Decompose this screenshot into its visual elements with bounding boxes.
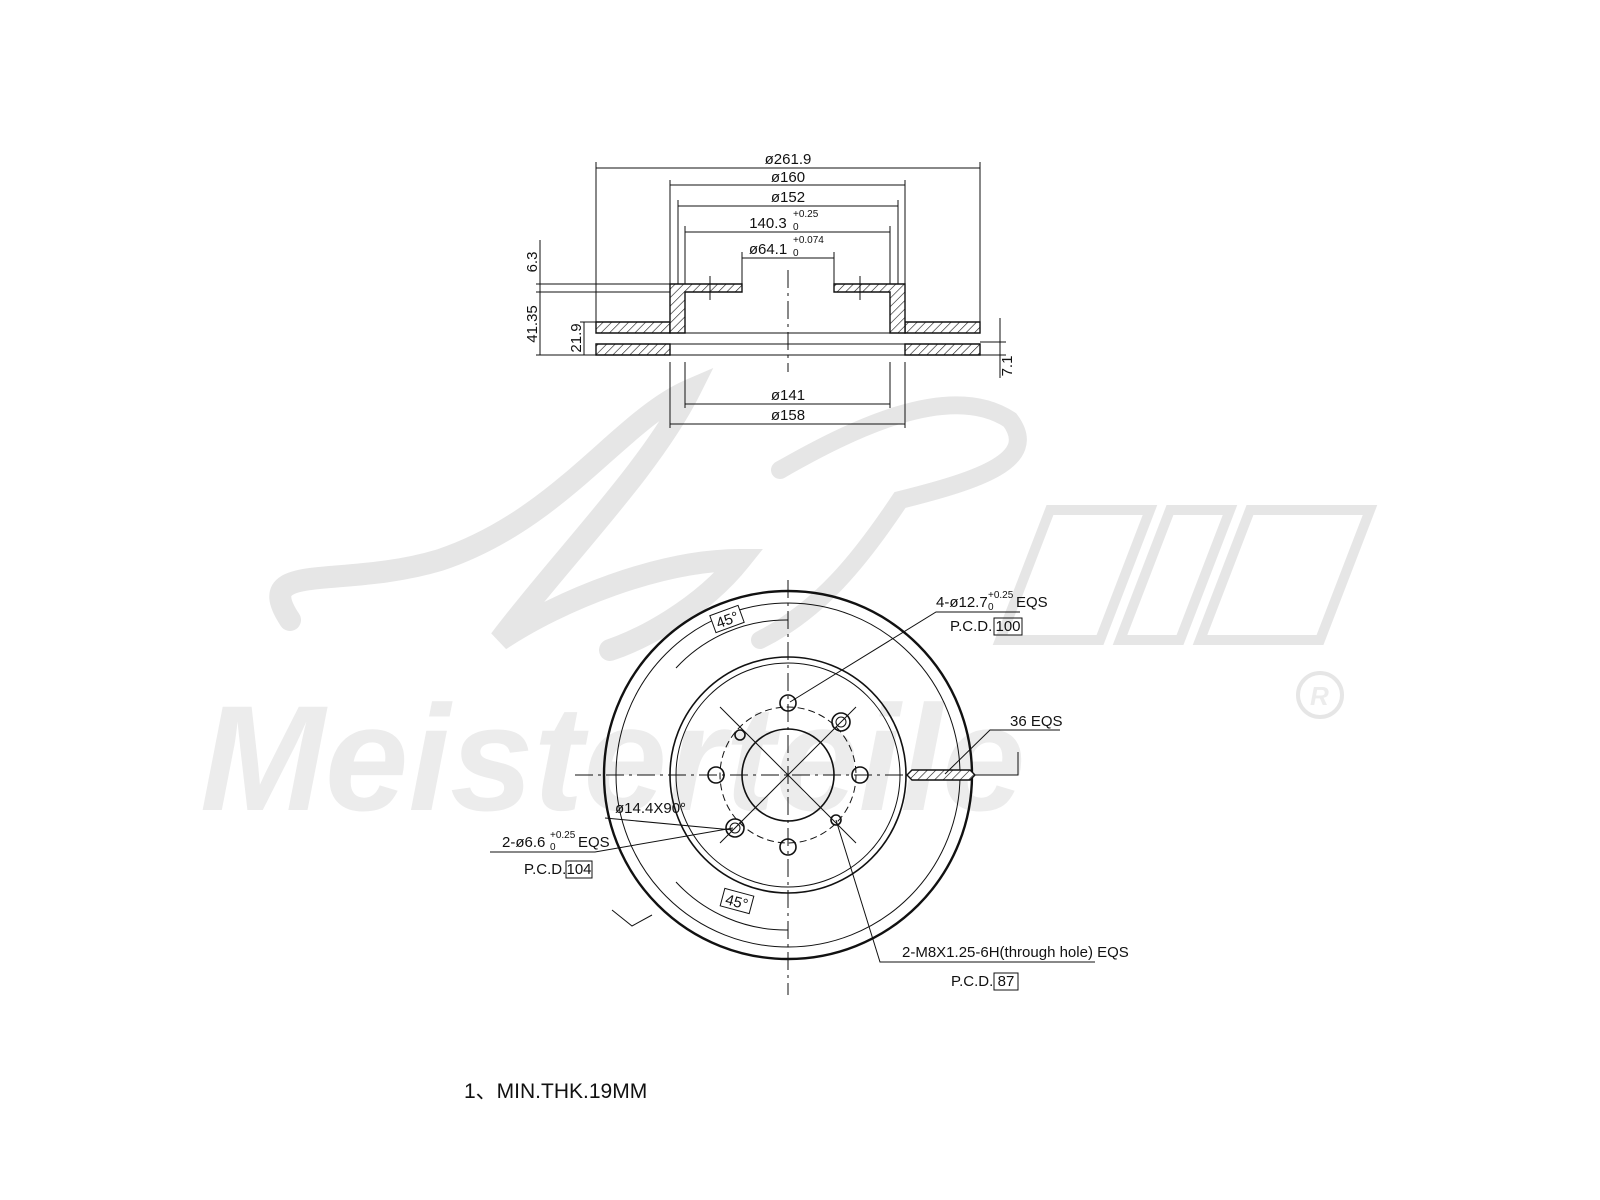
dim-d158: ø158 (771, 407, 805, 424)
dim-disc-thickness: 21.9 (568, 323, 585, 352)
section-arrow (611, 909, 653, 927)
bolt-holes-suffix: EQS (1016, 594, 1048, 611)
small-holes-lower-tol: 0 (550, 842, 556, 853)
small-holes-upper-tol: +0.25 (550, 830, 576, 841)
watermark-brand: Meisterteile (200, 674, 1025, 842)
watermark-initials-swash-2 (751, 396, 1027, 649)
vanes-spec: 36 EQS (1010, 713, 1063, 730)
threaded-holes-pcd-label: P.C.D. (951, 973, 993, 990)
side-view-dimension-lines (536, 162, 1006, 428)
dim-d64-upper: +0.074 (793, 235, 824, 246)
side-view-section (595, 270, 981, 372)
side-view: ø261.9 ø160 ø152 140.3 +0.25 0 ø64.1 +0.… (524, 151, 1016, 428)
small-hole-upper-right (831, 712, 851, 732)
small-holes-pcd-box (565, 860, 593, 879)
bolt-holes-spec: 4-ø12.7 (936, 594, 988, 611)
dim-d140-base: 140.3 (749, 215, 787, 232)
chamfer-spec: ø14.4X90° (615, 800, 686, 817)
leader-threaded-holes (835, 819, 1095, 963)
front-view: 45° 45° 4-ø12.7 +0.25 0 EQS P.C.D. 100 3… (490, 580, 1129, 995)
leader-small-holes (490, 827, 734, 853)
bolt-holes-pcd-value: 100 (995, 618, 1020, 635)
thread-hole-lower-right (830, 814, 842, 826)
watermark: Meisterteile R (200, 368, 1378, 842)
bolt-hole-top (779, 694, 797, 712)
threaded-holes-pcd-box (993, 972, 1019, 991)
dim-d64-lower: 0 (793, 248, 799, 259)
leader-vanes (944, 729, 1060, 775)
thread-hole-upper-left (734, 729, 746, 741)
small-hole-lower-left (725, 818, 745, 838)
dim-d152: ø152 (771, 189, 805, 206)
angle-arc-bottom (675, 881, 789, 931)
small-holes-spec: 2-ø6.6 (502, 834, 545, 851)
watermark-stripes (992, 505, 1378, 645)
vane-slot (906, 769, 976, 781)
bolt-holes-pcd-box (993, 617, 1023, 636)
angle-bottom: 45° (723, 891, 749, 913)
threaded-holes-pcd-value: 87 (998, 973, 1015, 990)
bolt-holes (707, 694, 869, 856)
watermark-initials-swash (269, 368, 763, 661)
diagonal-centerline-2 (719, 706, 857, 844)
dim-d140-lower: 0 (793, 222, 799, 233)
angle-box-bottom (719, 887, 755, 915)
watermark-registered-circle (1296, 671, 1344, 719)
threaded-holes-spec: 2-M8X1.25-6H(through hole) EQS (902, 944, 1129, 961)
dim-outer-diameter: ø261.9 (765, 151, 812, 168)
dim-hat-thickness: 6.3 (524, 252, 541, 273)
bolt-hole-right (851, 766, 869, 784)
dim-plate-thickness: 7.1 (999, 356, 1016, 377)
dim-d141: ø141 (771, 387, 805, 404)
vane-end-mark (975, 752, 1019, 776)
bolt-holes-pcd-label: P.C.D. (950, 618, 992, 635)
small-holes-pcd-label: P.C.D. (524, 861, 566, 878)
bolt-hole-left (707, 766, 725, 784)
angle-arc-top (675, 619, 789, 669)
dim-d160: ø160 (771, 169, 805, 186)
dim-d140-upper: +0.25 (793, 209, 819, 220)
dim-d64-base: ø64.1 (749, 241, 787, 258)
leader-chamfer (604, 817, 734, 831)
small-holes-suffix: EQS (578, 834, 610, 851)
small-holes-pcd-value: 104 (566, 861, 591, 878)
leader-bolt-holes (789, 611, 1020, 703)
bolt-hole-bottom (779, 838, 797, 856)
angle-box-top (709, 604, 745, 634)
bolt-holes-upper-tol: +0.25 (988, 590, 1014, 601)
min-thickness-note: 1、MIN.THK.19MM (464, 1080, 647, 1103)
dim-total-height: 41.35 (524, 305, 541, 343)
bolt-holes-lower-tol: 0 (988, 602, 994, 613)
angle-top: 45° (714, 609, 741, 633)
watermark-registered: R (1310, 681, 1329, 711)
